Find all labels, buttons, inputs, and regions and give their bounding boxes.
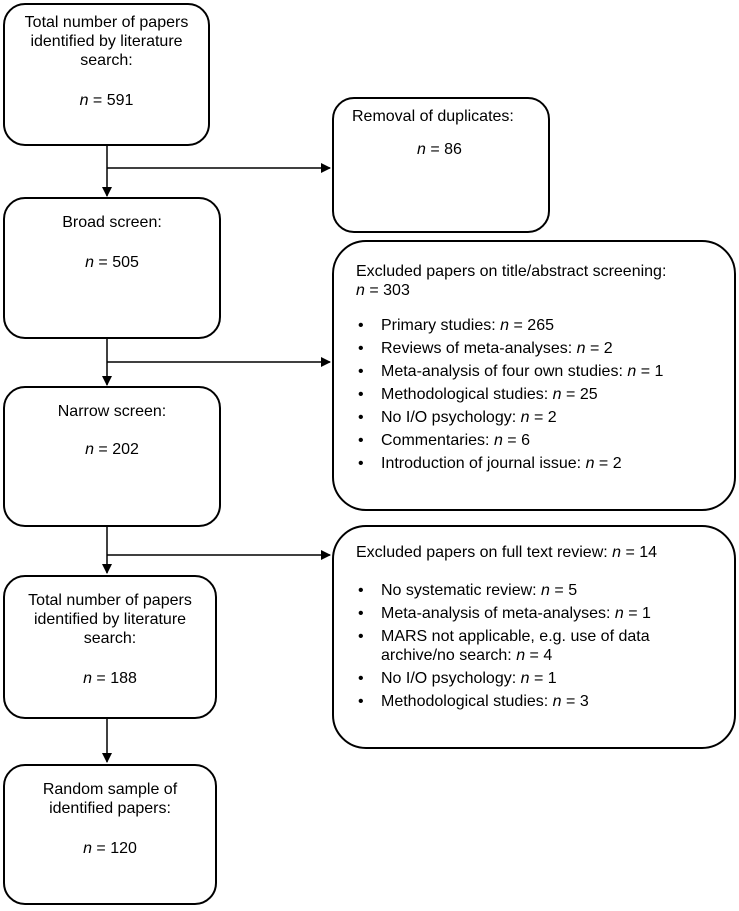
box-title-count: Excluded papers on full text review: n =… <box>356 544 658 561</box>
box-title: Broad screen: <box>62 214 162 231</box>
box-narrow-screen: Narrow screen: n = 202 <box>3 386 221 527</box>
box-excluded-full-text: Excluded papers on full text review: n =… <box>332 525 736 749</box>
box-title: Total number of papers identified by lit… <box>24 14 189 69</box>
box-total-final: Total number of papers identified by lit… <box>3 575 217 719</box>
box-count: n = 591 <box>79 92 134 109</box>
box-title: Random sample of identified papers: <box>42 781 178 817</box>
box-broad-screen: Broad screen: n = 505 <box>3 197 221 339</box>
exclusion-item: Meta-analysis of meta-analyses: n = 1 <box>356 604 712 623</box>
box-title: Narrow screen: <box>57 403 167 420</box>
box-random-sample: Random sample of identified papers: n = … <box>3 764 217 905</box>
box-count: n = 202 <box>85 441 139 458</box>
box-title: Removal of duplicates: <box>352 108 514 125</box>
exclusion-item: Methodological studies: n = 3 <box>356 692 712 711</box>
box-count: n = 188 <box>83 670 137 687</box>
exclusion-item: Reviews of meta-analyses: n = 2 <box>356 339 712 358</box>
exclusion-item: MARS not applicable, e.g. use of data ar… <box>356 627 712 665</box>
exclusion-item: Methodological studies: n = 25 <box>356 385 712 404</box>
box-title: Excluded papers on title/abstract screen… <box>356 263 667 280</box>
box-excluded-title-abstract: Excluded papers on title/abstract screen… <box>332 240 736 511</box>
exclusion-item: Commentaries: n = 6 <box>356 431 712 450</box>
exclusion-item: No systematic review: n = 5 <box>356 581 712 600</box>
exclusion-list: Primary studies: n = 265Reviews of meta-… <box>356 316 712 473</box>
exclusion-item: No I/O psychology: n = 1 <box>356 669 712 688</box>
exclusion-item: Introduction of journal issue: n = 2 <box>356 454 712 473</box>
box-count: n = 303 <box>356 282 410 299</box>
box-count: n = 120 <box>83 840 137 857</box>
box-title: Total number of papers identified by lit… <box>28 592 192 647</box>
box-count: n = 505 <box>85 254 139 271</box>
box-removal-duplicates: Removal of duplicates: n = 86 <box>332 97 550 233</box>
box-count: n = 86 <box>417 141 462 158</box>
exclusion-item: No I/O psychology: n = 2 <box>356 408 712 427</box>
exclusion-list: No systematic review: n = 5 Meta-analysis… <box>356 581 712 711</box>
box-total-identified: Total number of papers identified by lit… <box>3 3 210 146</box>
exclusion-item: Primary studies: n = 265 <box>356 316 712 335</box>
exclusion-item: Meta-analysis of four own studies: n = 1 <box>356 362 712 381</box>
